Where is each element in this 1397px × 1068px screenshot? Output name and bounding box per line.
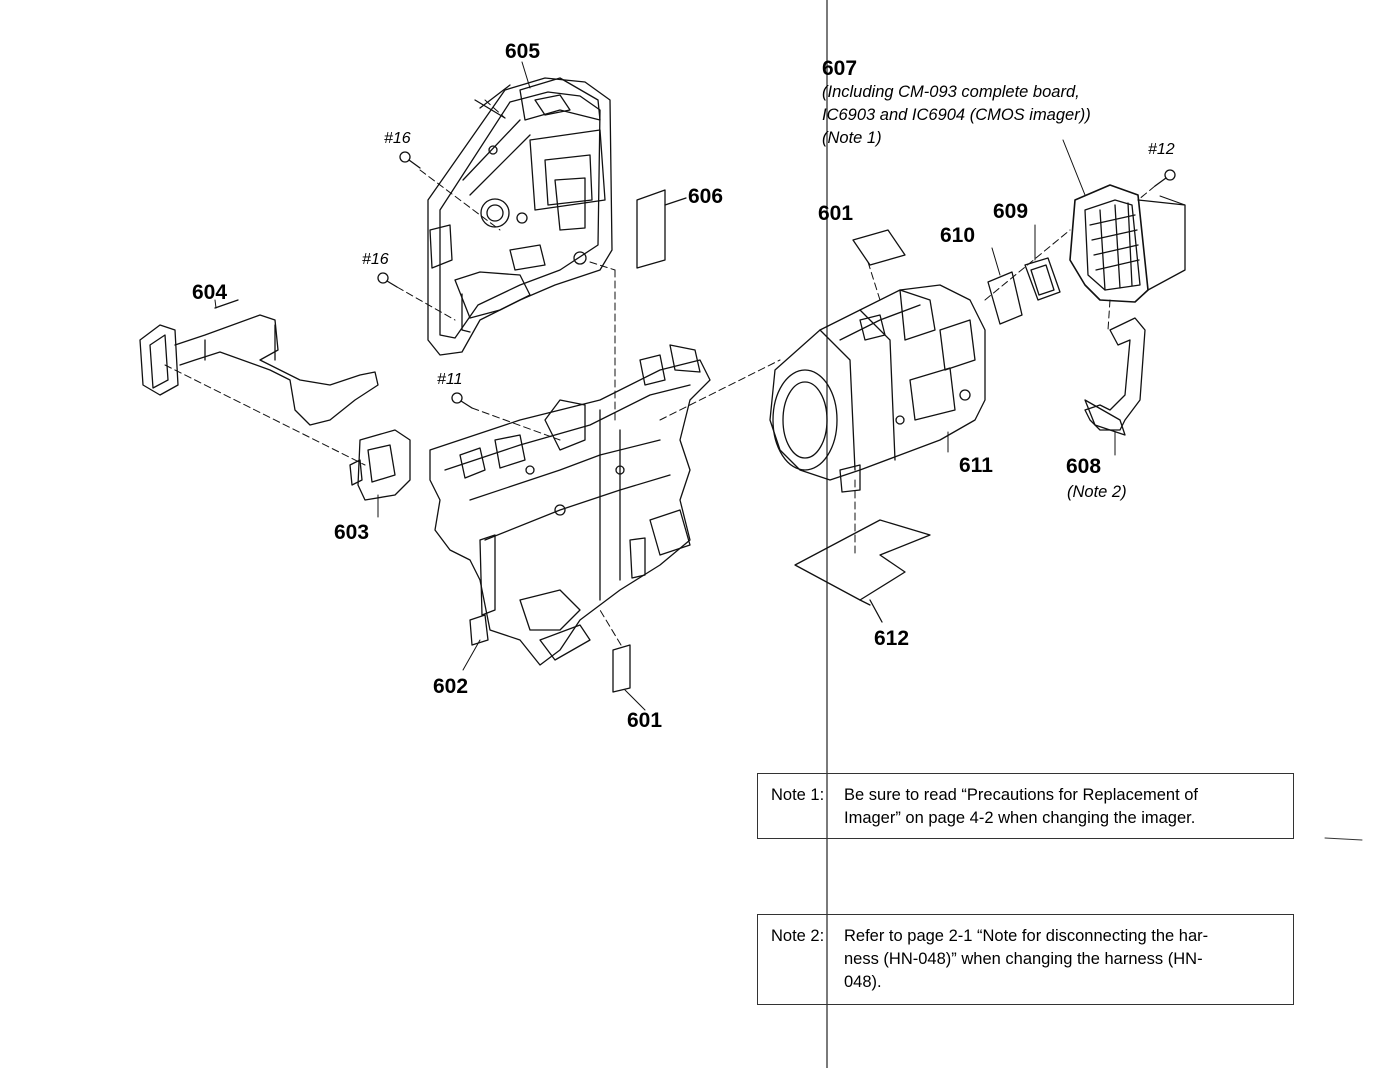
note-1-line1: Be sure to read “Precautions for Replace… [844,786,1199,804]
part-609-frame [1024,257,1061,301]
note-2-box: Note 2: Refer to page 2-1 “Note for disc… [757,914,1294,1005]
screw-11-icon [451,392,473,409]
assembly-dashed-lines [164,99,1156,646]
part-611-lens [769,284,986,493]
label-608: 608 [1066,455,1102,478]
leader-lines [214,61,1186,711]
page-mark [1324,837,1363,841]
part-602-chassis [429,344,711,666]
note-2-line2: ness (HN-048)” when changing the harness… [844,950,1203,968]
note-2-text: Refer to page 2-1 “Note for disconnectin… [844,925,1283,994]
part-601-top-sheet [852,229,906,266]
label-602: 602 [433,675,469,698]
note-1-line2: Imager” on page 4-2 when changing the im… [844,809,1196,827]
label-610: 610 [940,224,976,247]
label-607: 607 [822,57,858,80]
label-604: 604 [192,281,228,304]
part-607-desc-line2: IC6903 and IC6904 (CMOS imager)) [822,106,1091,124]
label-screw-16-mid: #16 [362,251,389,268]
label-605: 605 [505,40,541,63]
label-screw-12: #12 [1148,141,1175,158]
note-2-line3: 048). [844,973,882,991]
part-610-filter [987,271,1023,325]
part-604-flex [139,299,379,426]
part-606-sheet [636,189,666,269]
note-2-label: Note 2: [771,927,825,945]
label-screw-16-top: #16 [384,130,411,147]
label-609: 609 [993,200,1029,223]
label-611: 611 [959,454,993,477]
part-607-board [1069,184,1186,303]
note-2-line1: Refer to page 2-1 “Note for disconnectin… [844,927,1209,945]
part-607-desc-line3: (Note 1) [822,129,882,147]
note-1-label: Note 1: [771,786,825,804]
label-606: 606 [688,185,724,208]
part-607-description: (Including CM-093 complete board, IC6903… [822,81,1091,150]
screw-16-mid-icon [377,272,398,288]
note-1-box: Note 1: Be sure to read “Precautions for… [757,773,1294,839]
label-603: 603 [334,521,370,544]
leader-612 [869,599,883,623]
label-601-top: 601 [818,202,854,225]
label-screw-11: #11 [437,371,463,388]
label-612: 612 [874,627,910,650]
note-1-text: Be sure to read “Precautions for Replace… [844,784,1283,830]
part-607-desc-line1: (Including CM-093 complete board, [822,83,1080,101]
leader-606 [664,197,687,206]
part-603-bracket [349,429,411,501]
part-608-note-ref: (Note 2) [1067,483,1127,501]
label-601-bottom: 601 [627,709,663,732]
screw-16-top-icon [399,151,421,169]
part-601-bottom-sheet [612,644,631,693]
part-608-harness [1084,317,1146,436]
screw-12-icon [1154,169,1176,187]
part-612-sheet [794,519,931,601]
part-605-frame [427,77,613,356]
